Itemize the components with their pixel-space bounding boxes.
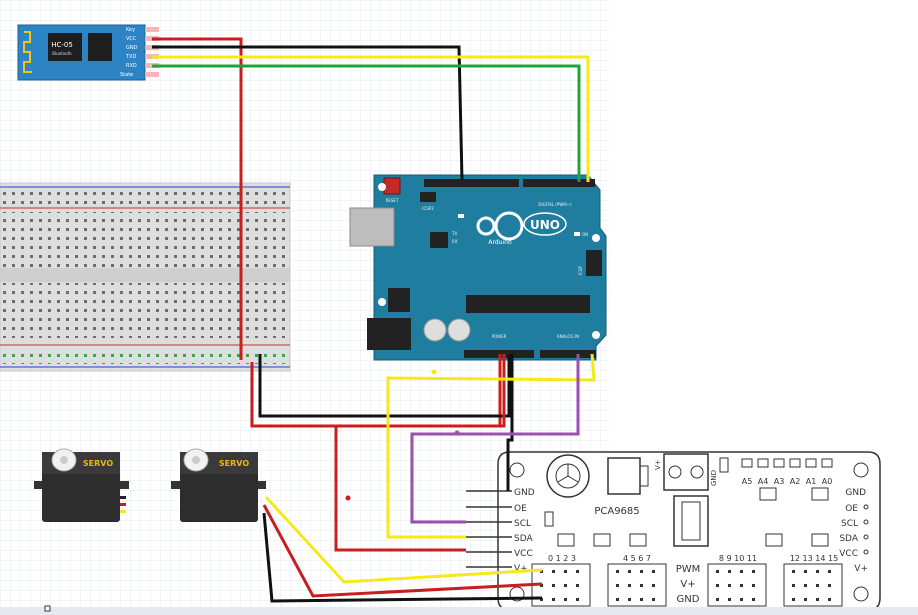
canvas-scroll-marker[interactable] [44,605,51,612]
bt-pin-gnd: GND [126,45,138,51]
wire-pca-gnd [506,354,514,491]
wire-junction-dot [345,495,351,501]
wire-servo-power [262,504,543,598]
pca-gnd-label: GND [677,594,700,605]
pca-addr-a5: A5 [742,477,753,486]
wire-junction-dot [431,369,437,375]
wire-servo-signal [264,495,543,584]
wire-pca-scl [410,354,580,524]
icsp-right-label: ICSP [578,265,583,275]
pca-pwm-label: PWM [676,564,701,575]
pca-channels-4-7: 4 5 6 7 [623,554,651,563]
tx-label: TX [451,231,457,236]
bt-pin-key: Key [126,27,135,33]
pca9685-board: GND OE SCL SDA VCC V+ GND OE SCL SDA VCC… [466,451,881,611]
on-label: ON [582,232,588,237]
rx-label: RX [452,239,458,244]
wires [152,37,596,603]
bluetooth-module: HC-05 Bluetooth Key VCC GND TXD RXD Stat… [17,24,159,81]
pca-right-pin-sda: SDA [839,534,858,544]
pca-left-pin-vcc: VCC [514,549,533,559]
canvas-bottom-edge [0,607,918,615]
wire-pca-vcc [334,354,506,552]
servo-left-label: SERVO [83,459,113,468]
pca-addr-a3: A3 [774,477,785,486]
power-label: POWER [492,334,507,339]
bt-model-label: HC-05 [51,41,73,49]
pca-left-pin-scl: SCL [514,519,531,529]
pca-addr-a1: A1 [806,477,817,486]
reset-button [383,177,401,195]
pca-left-pin-oe: OE [514,504,527,514]
pca-right-pin-oe: OE [845,504,858,514]
wire-junction-dot [454,430,460,436]
pca-chip-label: PCA9685 [594,506,639,517]
pca-vplus-label: V+ [680,579,695,590]
pca-addr-a4: A4 [758,477,769,486]
wire-bt-gnd [152,45,464,181]
pca-left-pin-vplus: V+ [514,564,528,574]
servo-left: SERVO [34,448,129,522]
servo-right: SERVO [171,448,266,522]
bt-pin-txd: TXD [125,54,136,60]
wire-servo-ground [262,512,543,603]
pca-addr-a2: A2 [790,477,801,486]
pca-vplus-terminal-label: V+ [654,459,662,470]
pca-channels-8-11: 8 9 10 11 [719,554,757,563]
reset-label: RESET [386,198,399,203]
pca-left-pin-gnd: GND [514,488,535,498]
analog-label: ANALOG IN [557,334,579,339]
wire-pca-sda [386,353,596,539]
bt-pin-labels: Key VCC GND TXD RXD State [120,27,138,78]
bt-pin-rxd: RXD [126,63,137,69]
pca-channels-12-15: 12 13 14 15 [790,554,838,563]
pca-right-pin-vcc: VCC [839,549,858,559]
pca-right-pin-scl: SCL [841,519,858,529]
pca-left-pin-sda: SDA [514,534,533,544]
arduino-brand: Arduino [488,239,512,246]
wire-bt-tx [152,55,590,182]
pca-right-pin-gnd: GND [845,488,866,498]
bt-subtitle-label: Bluetooth [52,51,72,56]
bt-pin-state: State [120,72,133,78]
wire-bt-rx [152,64,581,182]
icsp2-label: ICSP2 [422,206,434,211]
arduino-model: UNO [530,218,560,232]
bt-pin-vcc: VCC [126,36,137,42]
pca-channels-0-3: 0 1 2 3 [548,554,576,563]
wire-rail-gnd [258,354,511,418]
breadboard [0,182,291,372]
pca-right-pin-vplus: V+ [854,564,868,574]
pca-gnd-terminal-label: GND [710,470,718,486]
wire-bt-vcc [152,37,243,360]
servo-right-label: SERVO [219,459,249,468]
pca-addr-a0: A0 [822,477,833,486]
digital-label: DIGITAL (PWM~) [538,202,572,207]
arduino-uno: RESET ICSP2 DIGITAL (PWM~) Arduino UNO O… [349,174,607,361]
